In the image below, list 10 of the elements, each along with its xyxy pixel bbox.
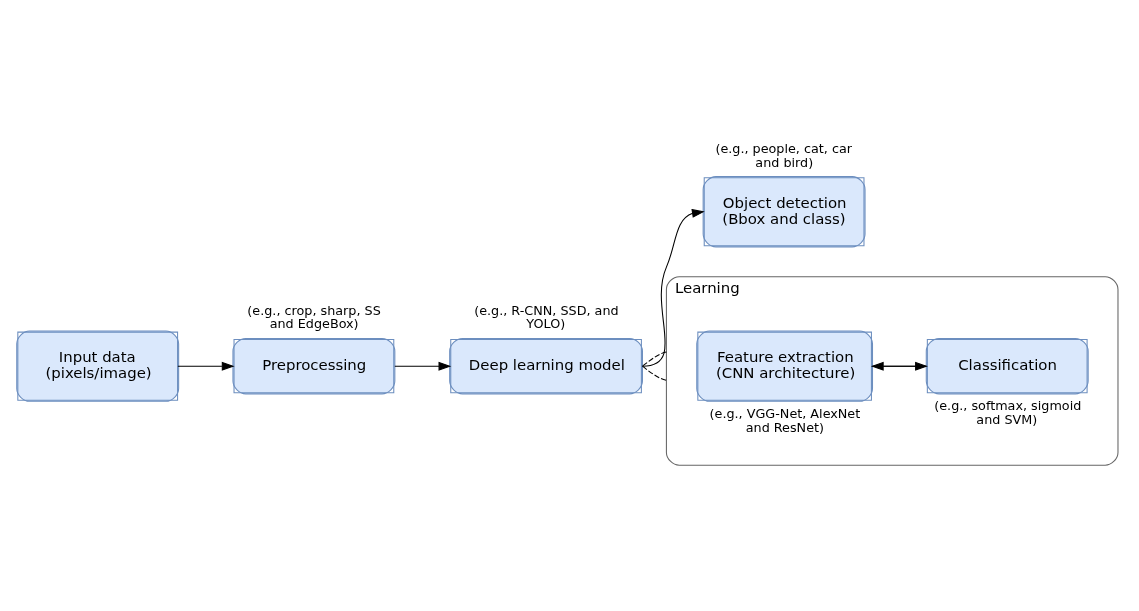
connector	[641, 365, 667, 381]
node-label: (e.g., softmax, sigmoid and SVM)	[934, 397, 1082, 427]
node-label: (e.g., VGG-Net, AlexNet and ResNet)	[709, 405, 861, 435]
arrow	[641, 208, 705, 367]
node-label: (e.g., crop, sharp, SS and EdgeBox)	[247, 302, 381, 331]
arrow	[394, 361, 452, 371]
connector	[642, 351, 667, 366]
node-label: (e.g., R-CNN, SSD, and YOLO)	[474, 302, 619, 331]
arrow	[177, 361, 235, 371]
node-label: (e.g., people, cat, car and bird)	[715, 140, 853, 170]
